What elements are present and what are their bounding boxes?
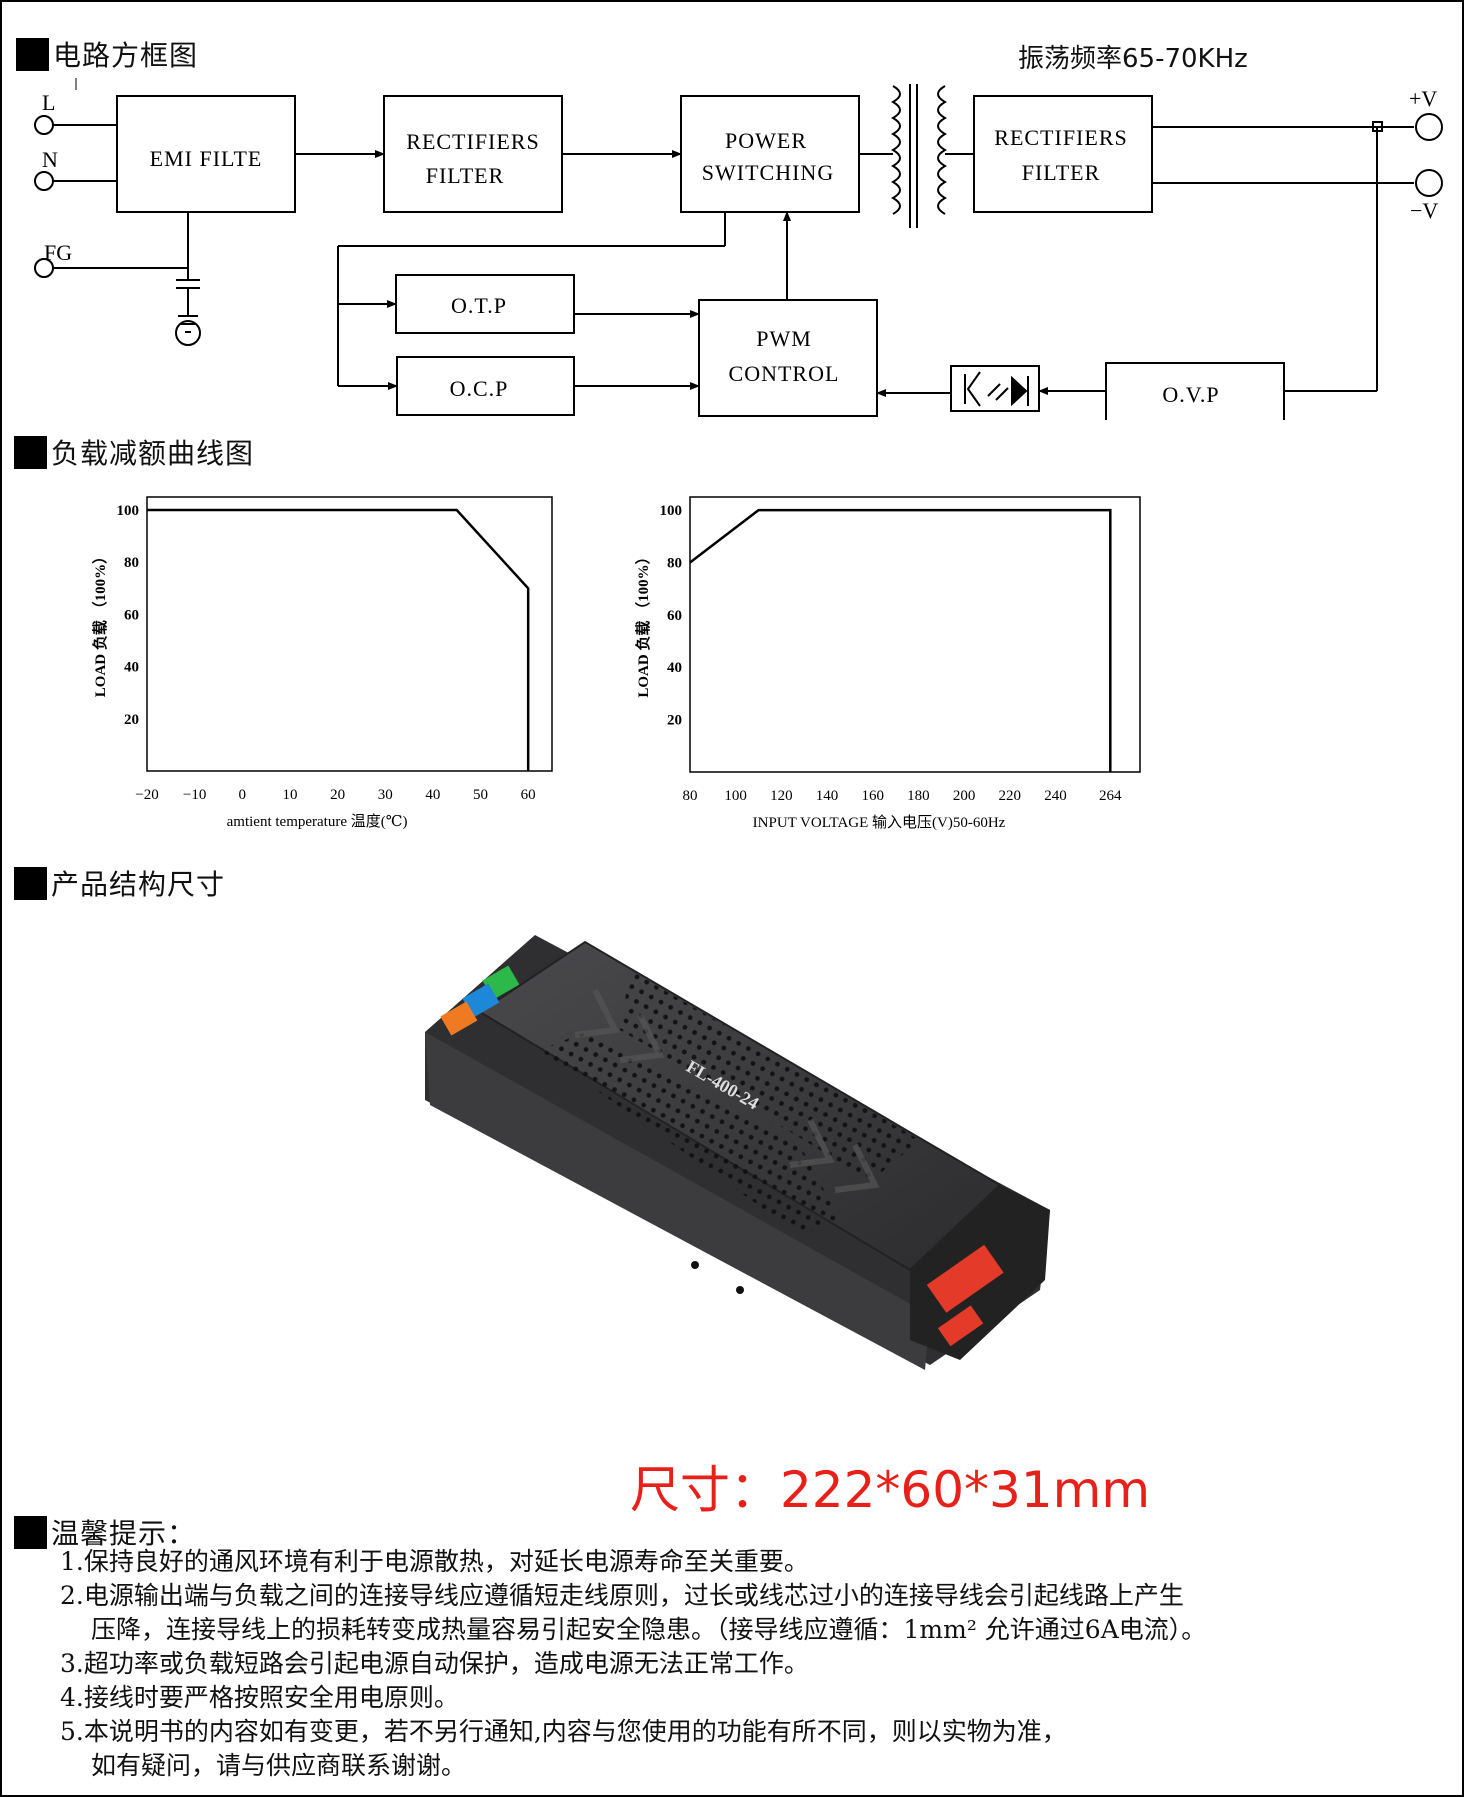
y-tick-label: 100 [117, 503, 140, 519]
power-switching-label-1: POWER [725, 128, 807, 153]
power-switching-label-2: SWITCHING [702, 160, 834, 185]
section-title: 负载减额曲线图 [51, 437, 255, 470]
section-header-derating: 负载减额曲线图 [14, 435, 255, 470]
x-tick-label: 264 [1099, 788, 1122, 804]
note-item: 5.本说明书的内容如有变更，若不另行通知,内容与您使用的功能有所不同，则以实物为… [60, 1717, 1067, 1746]
power-switching-block [680, 95, 860, 213]
note-item: 4.接线时要严格按照安全用电原则。 [60, 1683, 459, 1712]
x-tick-label: 220 [999, 788, 1022, 804]
plot-frame [689, 496, 1141, 773]
x-tick-label: 50 [473, 787, 488, 803]
x-tick-label: 100 [724, 788, 747, 804]
x-tick-label: 30 [378, 787, 393, 803]
section-title: 产品结构尺寸 [51, 868, 226, 901]
pin-label-l: L [42, 90, 55, 115]
note-item: 2.电源输出端与负载之间的连接导线应遵循短走线原则，过长或线芯过小的连接导线会引… [60, 1581, 1184, 1610]
section-title: 电路方框图 [53, 39, 199, 72]
section-header-notes: 温馨提示： [14, 1515, 197, 1550]
connector-blue [462, 983, 500, 1018]
x-tick-label: 10 [282, 787, 297, 803]
emi-filter-label: EMI FILTE [150, 146, 263, 171]
x-tick-label: −10 [183, 787, 206, 803]
section-marker [14, 866, 47, 900]
x-tick-label: −20 [135, 787, 158, 803]
load-curve [147, 508, 530, 771]
product-image: FL-400-24 [425, 935, 1050, 1370]
pin-label-n: N [42, 147, 58, 172]
x-tick-label: 120 [770, 788, 793, 804]
y-axis-label: LOAD 负载 （100%） [91, 549, 109, 697]
x-tick-label: 80 [683, 788, 698, 804]
y-axis-label: LOAD 负载 （100%） [634, 549, 652, 697]
y-tick-label: 40 [124, 660, 139, 676]
pwm-label-1: PWM [756, 326, 812, 351]
note-item: 3.超功率或负载短路会引起电源自动保护，造成电源无法正常工作。 [60, 1649, 809, 1678]
x-tick-label: 140 [816, 788, 839, 804]
x-tick-label: 240 [1044, 788, 1067, 804]
otp-label: O.T.P [451, 293, 507, 318]
rectifier-label-2: FILTER [426, 163, 505, 188]
block-diagram: L N FG +V −V EMI FILTE RECTIFIERS FILTER… [34, 78, 1443, 420]
y-tick-label: 80 [667, 555, 682, 571]
section-header-block-diagram: 电路方框图 [16, 37, 199, 72]
temperature-derating-chart: 20 40 60 80 100 −20 −10 0 10 20 30 40 50 60 amtient te… [91, 496, 553, 830]
y-tick-label: 20 [667, 713, 682, 729]
y-tick-label: 20 [124, 712, 139, 728]
connector-orange [440, 1001, 478, 1036]
output-rectifier-label-1: RECTIFIERS [994, 125, 1127, 150]
pwm-control-block [698, 299, 878, 417]
x-axis-label: amtient temperature 温度(℃) [227, 813, 408, 830]
connector-red [926, 1244, 1004, 1313]
output-rectifier-block [973, 95, 1153, 213]
pin-label-fg: FG [44, 240, 72, 265]
ocp-label: O.C.P [450, 376, 509, 401]
x-tick-label: 0 [239, 787, 247, 803]
rectifier-filter-block [383, 95, 563, 213]
notes-list: 1.保持良好的通风环境有利于电源散热，对延长电源寿命至关重要。 2.电源输出端与… [60, 1545, 1440, 1783]
section-marker [14, 1515, 47, 1549]
x-axis-label: INPUT VOLTAGE 输入电压(V)50-60Hz [753, 814, 1006, 830]
x-tick-label: 20 [330, 787, 345, 803]
section-marker [16, 37, 49, 71]
y-tick-label: 60 [667, 608, 682, 624]
x-tick-label: 40 [425, 787, 440, 803]
rectifier-label-1: RECTIFIERS [406, 129, 539, 154]
voltage-derating-chart: 20 40 60 80 100 80 100 120 140 160 180 200 220 240 264… [634, 496, 1141, 830]
pwm-label-2: CONTROL [729, 361, 840, 386]
pin-label-neg: −V [1410, 198, 1438, 223]
note-item-continuation: 如有疑问，请与供应商联系谢谢。 [91, 1751, 467, 1780]
ovp-label: O.V.P [1162, 382, 1219, 407]
x-tick-label: 60 [521, 787, 536, 803]
output-rectifier-label-2: FILTER [1022, 160, 1101, 185]
section-title: 温馨提示： [51, 1517, 197, 1550]
y-tick-label: 40 [667, 660, 682, 676]
y-tick-label: 100 [660, 503, 683, 519]
frequency-label: 振荡频率65-70KHz [1018, 44, 1248, 74]
note-item: 1.保持良好的通风环境有利于电源散热，对延长电源寿命至关重要。 [60, 1547, 809, 1576]
plot-frame [146, 496, 553, 772]
x-tick-label: 180 [907, 788, 930, 804]
x-tick-label: 160 [861, 788, 884, 804]
section-marker [14, 435, 47, 469]
y-tick-label: 80 [124, 555, 139, 571]
load-curve [689, 508, 1112, 772]
x-tick-label: 200 [953, 788, 976, 804]
y-tick-label: 60 [124, 607, 139, 623]
section-header-dimensions: 产品结构尺寸 [14, 866, 226, 901]
pin-label-pos: +V [1409, 86, 1437, 111]
note-item-continuation: 压降，连接导线上的损耗转变成热量容易引起安全隐患。（接导线应遵循：1mm² 允许… [91, 1615, 1207, 1644]
dimension-label: 尺寸：222*60*31mm [630, 1461, 1151, 1519]
